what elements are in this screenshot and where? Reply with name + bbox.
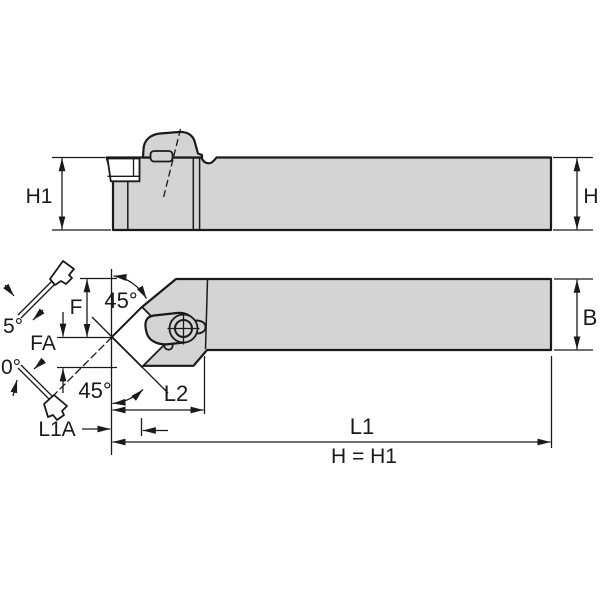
b-dimension: B [554, 278, 598, 351]
clamp-screw [167, 312, 200, 345]
plan-view-body [110, 277, 553, 367]
plan-view [46, 269, 553, 455]
inclination-angle-label: 0° [1, 356, 21, 379]
side-view-clamp-detail [149, 150, 174, 163]
fa-dimension: FA [30, 312, 117, 393]
fa-label: FA [30, 332, 56, 355]
h1-dimension: H1 [26, 156, 111, 231]
angle-45-top-dimension: 45° [104, 274, 148, 313]
l1a-label: L1A [38, 418, 75, 441]
tool-shank-lines-top [17, 280, 56, 319]
side-view [105, 128, 553, 232]
insert-edge-extension-lines [46, 316, 169, 403]
l2-dimension: L2 [112, 356, 206, 414]
l1-label: L1 [350, 414, 374, 439]
height-note: H = H1 [331, 445, 397, 468]
inclination-angle-indicator: 0° [1, 356, 68, 421]
l2-label: L2 [164, 381, 188, 406]
f-label: F [70, 296, 83, 319]
l1-dimension: L1 H = H1 [112, 356, 553, 468]
tool-shank-lines-bottom [17, 364, 56, 403]
f-dimension: F [70, 277, 117, 337]
tool-side-profile-icon-top [49, 260, 75, 286]
side-view-insert-pocket [106, 157, 141, 183]
side-view-seam-lines [127, 158, 201, 229]
angle-45-top-label: 45° [104, 288, 137, 313]
b-label: B [583, 305, 598, 330]
angle-45-bottom-dimension: 45° [78, 378, 144, 406]
side-view-screw-axis [162, 128, 182, 200]
h-label: H [583, 185, 598, 208]
plan-view-seam-line [204, 279, 209, 350]
side-view-body [105, 156, 553, 232]
side-view-pocket-lines [107, 158, 141, 182]
rake-angle-label: 5° [3, 315, 23, 338]
h-dimension: H [553, 156, 599, 231]
rake-angle-indicator: 5° [3, 260, 75, 338]
l1a-dimension: L1A [38, 418, 168, 441]
h1-label: H1 [26, 185, 53, 208]
tool-side-profile-icon-bottom [43, 394, 68, 421]
angle-45-bottom-label: 45° [78, 378, 111, 403]
